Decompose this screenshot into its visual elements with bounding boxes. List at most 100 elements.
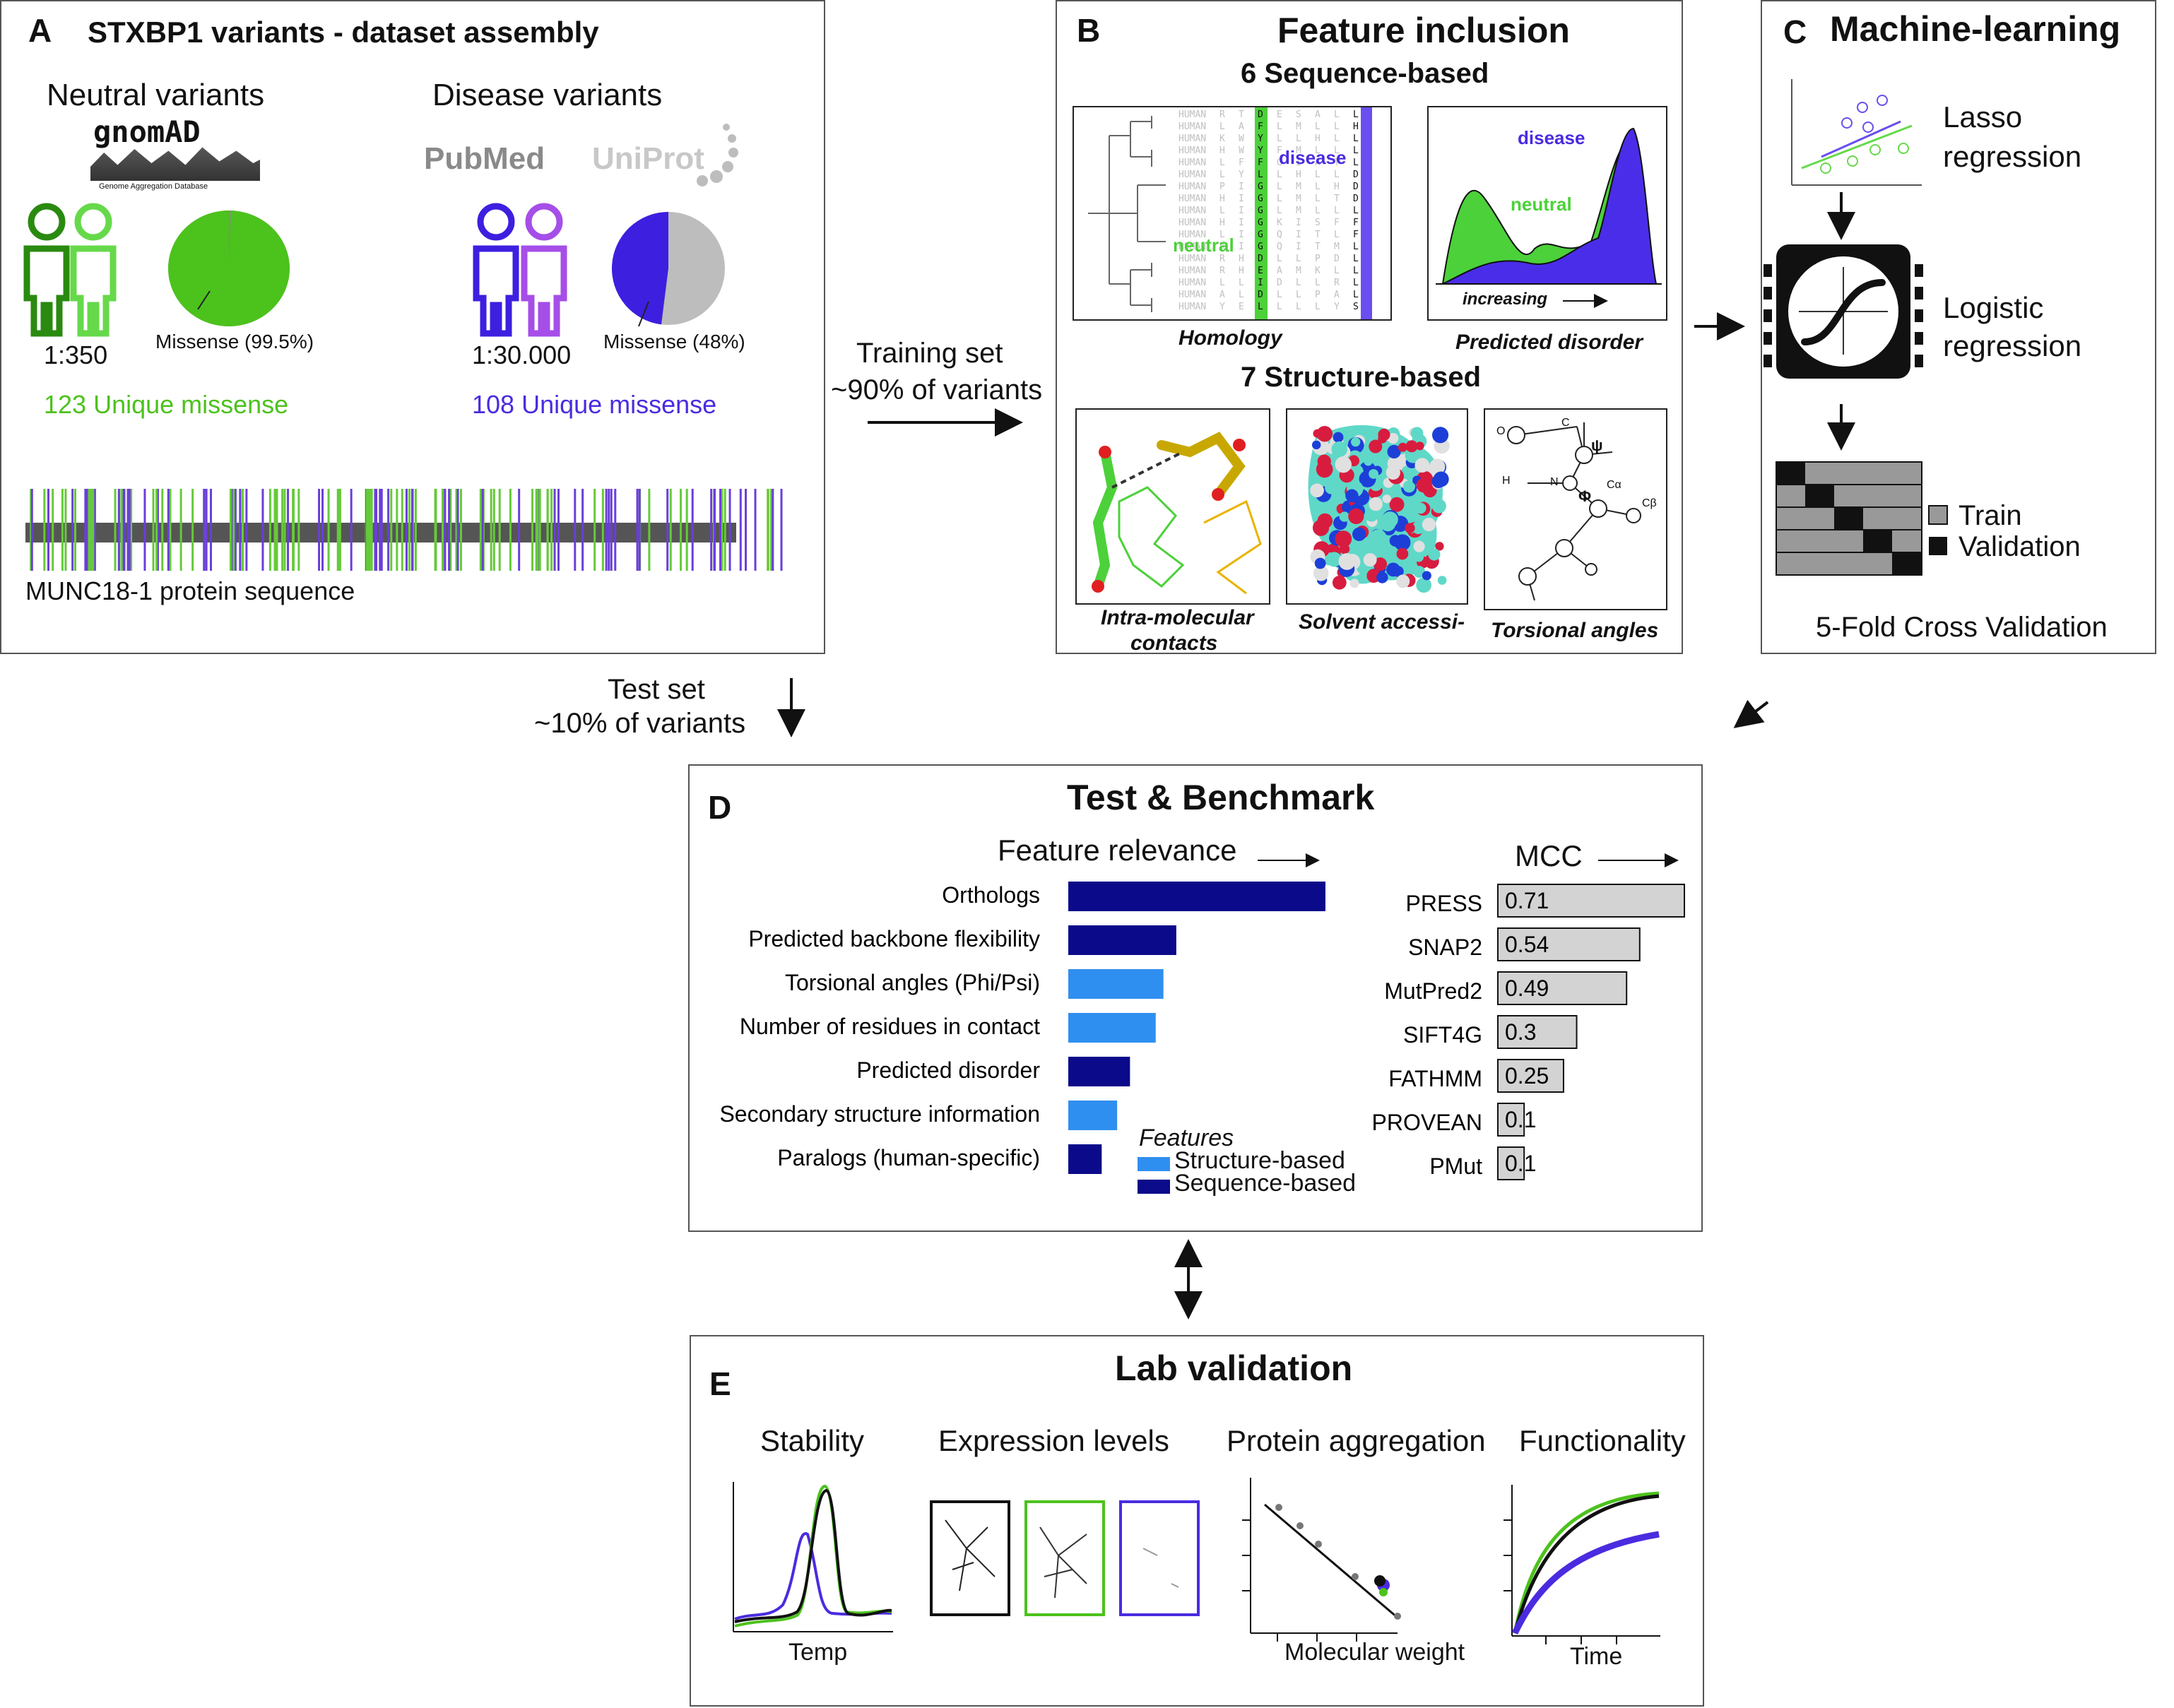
- alignment-species: HUMAN: [1178, 302, 1206, 312]
- torsion-ca-label: Cα: [1607, 479, 1621, 491]
- surface-atom: [1331, 441, 1347, 458]
- torsion-caption: Torsional angles: [1491, 619, 1659, 642]
- surface-atom: [1352, 527, 1366, 541]
- mcc-bar: [1497, 1015, 1578, 1049]
- lasso-plot-icon: [1791, 79, 1922, 186]
- alignment-residue: A: [1334, 290, 1340, 300]
- cv-grid: [1776, 461, 1922, 576]
- alignment-residue: M: [1296, 121, 1301, 132]
- alignment-residue: T: [1315, 242, 1321, 252]
- alignment-residue: G: [1258, 230, 1263, 240]
- surface-atom: [1410, 427, 1424, 440]
- solvent-accessibility-structure: [1286, 408, 1468, 605]
- alignment-residue: I: [1239, 182, 1244, 192]
- alignment-residue: T: [1334, 194, 1340, 204]
- alignment-residue: L: [1315, 278, 1321, 288]
- surface-atom: [1369, 469, 1379, 479]
- alignment-residue: L: [1334, 109, 1340, 120]
- alignment-residue: L: [1277, 134, 1282, 144]
- alignment-residue: L: [1315, 194, 1321, 204]
- surface-atom: [1369, 439, 1383, 453]
- surface-atom: [1414, 552, 1424, 562]
- alignment-residue: D: [1277, 278, 1282, 288]
- cv-validation-block: [1805, 485, 1834, 507]
- surface-atom: [1402, 480, 1415, 493]
- alignment-residue: L: [1277, 206, 1282, 216]
- mcc-value-label: 0.49: [1505, 975, 1549, 1001]
- cv-validation-block: [1834, 507, 1863, 530]
- homology-caption: Homology: [1178, 326, 1282, 350]
- neutral-count: 123 Unique missense: [44, 390, 289, 419]
- surface-atom: [1364, 457, 1373, 466]
- alignment-residue: K: [1315, 266, 1321, 276]
- alignment-residue: Y: [1258, 146, 1263, 156]
- disorder-neutral-label: neutral: [1511, 194, 1572, 215]
- surface-atom: [1386, 562, 1400, 577]
- alignment-species: HUMAN: [1178, 278, 1206, 288]
- alignment-residue: L: [1334, 170, 1340, 180]
- alignment-residue: L: [1277, 121, 1282, 132]
- test-label-1: Test set: [608, 674, 705, 705]
- alignment-residue: F: [1353, 230, 1359, 240]
- surface-atom: [1416, 577, 1431, 593]
- torsion-n-label: N: [1550, 476, 1559, 488]
- alignment-residue: A: [1315, 158, 1321, 168]
- panel-b: B Feature inclusion 6 Sequence-based HUM…: [1056, 0, 1683, 655]
- alignment-residue: F: [1258, 121, 1263, 132]
- alignment-residue: L: [1219, 278, 1225, 288]
- alignment-residue: L: [1334, 230, 1340, 240]
- alignment-residue: G: [1258, 218, 1263, 228]
- relevance-bar: [1068, 925, 1176, 955]
- functionality-axis-label: Time: [1570, 1643, 1623, 1670]
- functionality-heading: Functionality: [1519, 1424, 1686, 1457]
- alignment-residue: Y: [1219, 302, 1225, 312]
- legend-title: Features: [1139, 1125, 1234, 1151]
- surface-atom: [1348, 508, 1364, 525]
- aggregation-axis-label: Molecular weight: [1284, 1639, 1465, 1666]
- alignment-residue: W: [1239, 134, 1244, 144]
- alignment-residue: L: [1334, 206, 1340, 216]
- alignment-residue: L: [1239, 290, 1244, 300]
- alignment-residue: H: [1296, 170, 1301, 180]
- legend-structure-swatch: [1138, 1157, 1170, 1171]
- surface-atom: [1326, 552, 1342, 567]
- disease-people-icon: [473, 203, 567, 337]
- alignment-residue: H: [1219, 194, 1225, 204]
- cv-fold-row: [1776, 529, 1922, 553]
- lasso-label-1: Lasso: [1943, 100, 2023, 134]
- alignment-residue: S: [1353, 302, 1359, 312]
- alignment-residue: R: [1219, 266, 1225, 276]
- mcc-method-label: SIFT4G: [1403, 1022, 1482, 1048]
- alignment-residue: L: [1258, 302, 1263, 312]
- panel-a-title: STXBP1 variants - dataset assembly: [88, 16, 599, 49]
- torsion-psi-label: ψ: [1591, 437, 1603, 454]
- alignment-residue: D: [1334, 254, 1340, 264]
- alignment-residue: D: [1258, 254, 1263, 264]
- alignment-residue: I: [1239, 206, 1244, 216]
- panel-d: D Test & Benchmark Feature relevance MCC…: [688, 764, 1703, 1232]
- alignment-species: HUMAN: [1178, 254, 1206, 264]
- alignment-residue: R: [1219, 242, 1225, 252]
- relevance-bar: [1068, 1101, 1118, 1130]
- mcc-heading: MCC: [1515, 839, 1583, 872]
- chip-icon: [1764, 244, 1923, 379]
- alignment-residue: M: [1296, 206, 1301, 216]
- sequence-label: MUNC18-1 protein sequence: [25, 576, 355, 605]
- cv-validation-block: [1863, 530, 1892, 552]
- mcc-bar: [1497, 1103, 1525, 1137]
- panel-c-title: Machine-learning: [1830, 9, 2121, 49]
- test-label-2: ~10% of variants: [534, 708, 746, 739]
- alignment-residue: G: [1258, 206, 1263, 216]
- relevance-bar: [1068, 1013, 1156, 1043]
- relevance-category-label: Number of residues in contact: [740, 1014, 1040, 1039]
- aggregation-plot: [1242, 1478, 1401, 1642]
- alignment-residue: Q: [1277, 230, 1282, 240]
- surface-atom: [1363, 553, 1377, 567]
- alignment-residue: M: [1296, 182, 1301, 192]
- surface-atom: [1313, 565, 1329, 581]
- panel-c-graphics: [1764, 79, 1948, 576]
- alignment-residue: L: [1353, 242, 1359, 252]
- alignment-species: HUMAN: [1178, 109, 1206, 120]
- alignment-residue: Q: [1277, 242, 1282, 252]
